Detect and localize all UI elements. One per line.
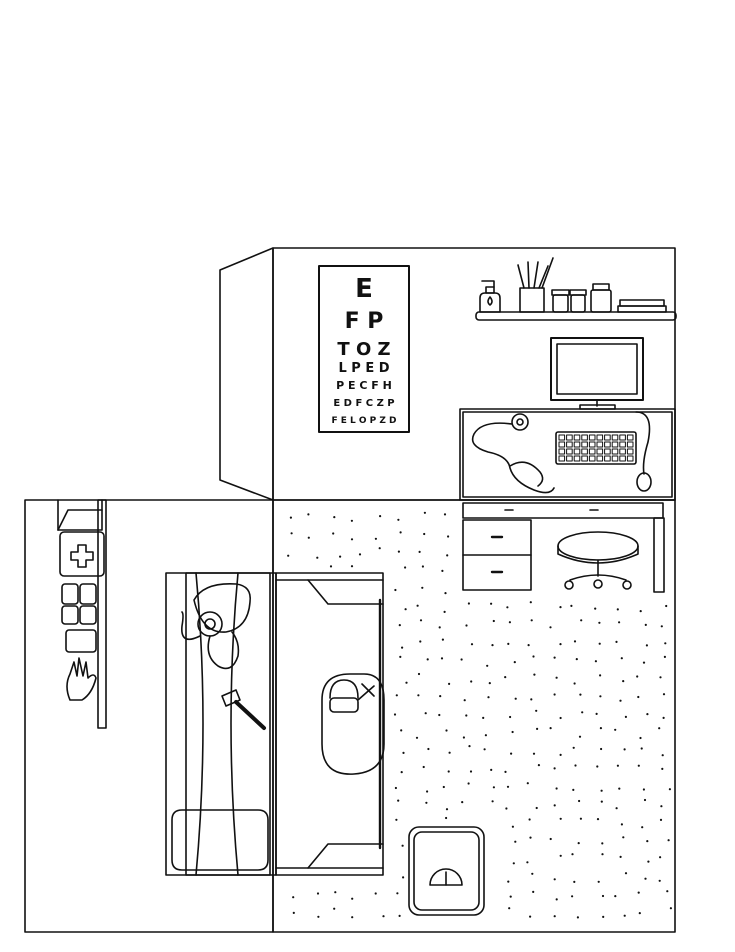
soap-dispenser-icon [479, 280, 501, 313]
wall-shelf [475, 311, 677, 321]
wall-cabinet-edge [97, 499, 107, 729]
keyboard-icon [555, 431, 637, 465]
blood-pressure-monitor-icon [181, 583, 252, 670]
side-wall-flap [219, 247, 274, 501]
eye-chart-row-6: E D F C Z P [333, 398, 394, 409]
back-wall [272, 247, 676, 501]
eye-chart-row-3: T O Z [337, 339, 390, 360]
left-wall [24, 499, 274, 933]
monitor-icon [550, 337, 644, 410]
eye-chart-row-4: L P E D [338, 361, 389, 376]
eye-chart-icon: E F P T O Z L P E D P E C F H E D F C Z … [318, 265, 410, 433]
eye-chart-row-1: E [355, 274, 373, 304]
medicine-bottle-icon [551, 283, 612, 313]
mouse-icon [635, 411, 652, 492]
scale-icon [408, 826, 485, 916]
eye-chart-row-7: F E L O P Z D [331, 416, 396, 426]
reflex-hammer-icon [221, 689, 266, 730]
first-aid-box-icon [57, 499, 105, 577]
pillow-icon [171, 809, 269, 871]
book-stack [617, 299, 667, 313]
exam-table [165, 572, 384, 876]
pencil-cup-icon [517, 257, 554, 313]
glove-icon [66, 657, 97, 701]
stethoscope-icon [471, 413, 555, 494]
desk [459, 408, 676, 593]
medical-bag-icon [321, 673, 385, 775]
stool-icon [557, 531, 639, 590]
eye-chart-row-2: F P [345, 309, 384, 334]
pill-jars [61, 583, 97, 653]
eye-chart-row-5: P E C F H [336, 379, 392, 392]
